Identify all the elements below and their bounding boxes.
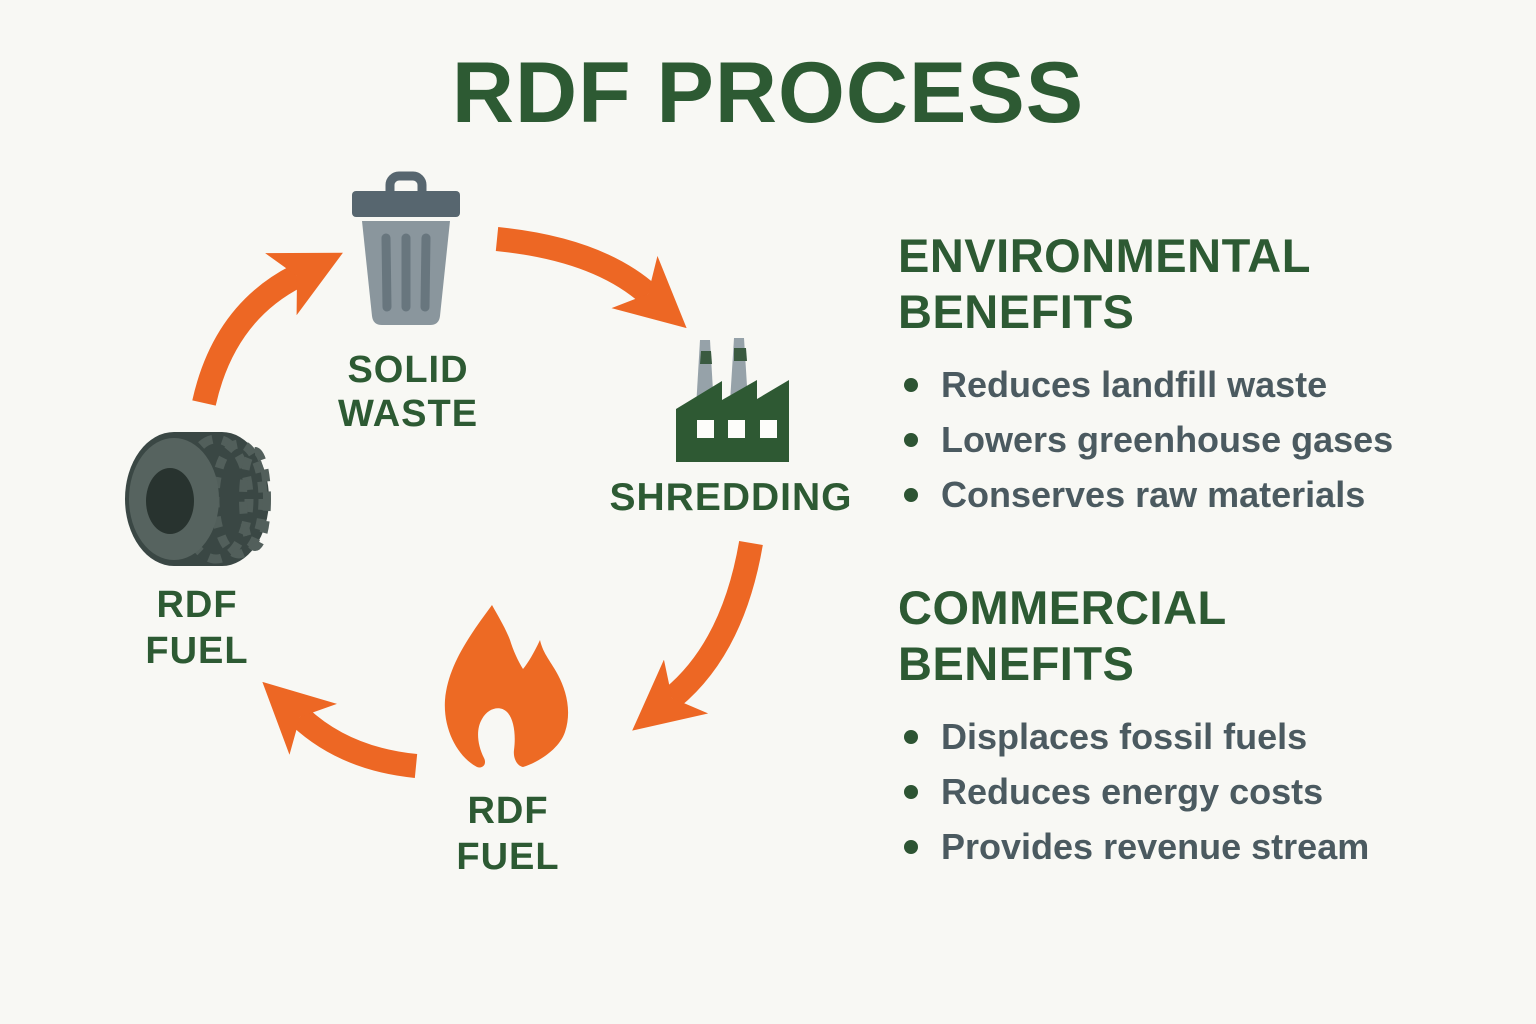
- bullet-dot: [904, 730, 918, 744]
- list-item: Reduces landfill waste: [898, 366, 1458, 404]
- commercial-benefits-section: COMMERCIAL BENEFITS Displaces fossil fue…: [898, 580, 1458, 883]
- tire-icon: [125, 432, 271, 566]
- bullet-dot: [904, 378, 918, 392]
- bullet-dot: [904, 433, 918, 447]
- bullet-dot: [904, 785, 918, 799]
- page-title: RDF PROCESS: [451, 45, 1085, 141]
- bullet-dot: [904, 840, 918, 854]
- label-shredding: SHREDDING: [609, 476, 853, 519]
- trash-icon: [352, 171, 460, 325]
- list-item: Displaces fossil fuels: [898, 718, 1458, 756]
- arrow-tire-to-waste: [192, 252, 343, 406]
- environmental-benefits-heading: ENVIRONMENTAL BENEFITS: [898, 229, 1311, 338]
- arrow-fuel-to-tire: [262, 681, 418, 778]
- list-item: Lowers greenhouse gases: [898, 421, 1458, 459]
- environmental-benefits-section: ENVIRONMENTAL BENEFITS Reduces landfill …: [898, 228, 1458, 531]
- label-rdf-fuel-tire: RDF FUEL: [145, 584, 249, 672]
- label-rdf-fuel-flame: RDF FUEL: [456, 790, 560, 878]
- flame-icon: [444, 605, 569, 768]
- benefit-text: Lowers greenhouse gases: [941, 419, 1394, 460]
- benefit-text: Conserves raw materials: [941, 474, 1366, 515]
- commercial-benefits-heading: COMMERCIAL BENEFITS: [898, 581, 1226, 690]
- benefit-text: Reduces landfill waste: [941, 364, 1328, 405]
- list-item: Reduces energy costs: [898, 773, 1458, 811]
- bullet-dot: [904, 488, 918, 502]
- benefit-text: Displaces fossil fuels: [941, 716, 1308, 757]
- arrow-waste-to-shredding: [495, 227, 687, 329]
- arrow-shredding-to-fuel: [632, 540, 763, 731]
- list-item: Conserves raw materials: [898, 476, 1458, 514]
- benefit-text: Reduces energy costs: [941, 771, 1324, 812]
- label-solid-waste: SOLID WASTE: [337, 349, 479, 435]
- benefit-text: Provides revenue stream: [941, 826, 1370, 867]
- list-item: Provides revenue stream: [898, 828, 1458, 866]
- factory-icon: [676, 338, 789, 462]
